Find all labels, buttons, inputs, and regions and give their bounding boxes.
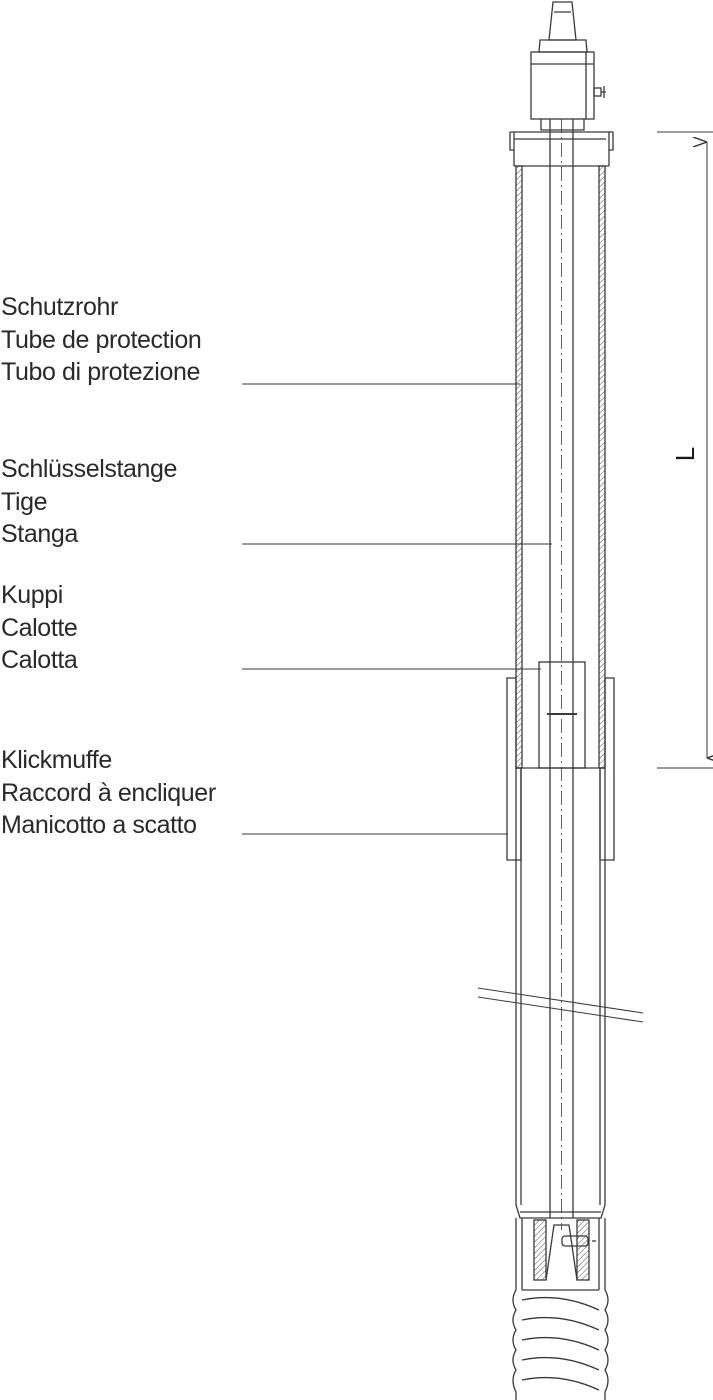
leader-lines [242,383,552,835]
spindle-connector [515,1204,606,1291]
label-line: Calotta [1,646,78,674]
label-line: Klickmuffe [1,746,112,774]
dimension-L [657,131,713,769]
break-lines [477,987,644,1023]
label-line: Manicotto a scatto [1,811,197,839]
label-line: Schutzrohr [1,293,118,321]
tube-top-rim [509,131,614,167]
label-line: Tige [1,487,48,516]
label-line: Tube de protection [1,325,202,354]
label-line: Raccord à encliquer [1,778,216,807]
label-line: Stanga [1,520,78,548]
label-line: Kuppi [1,581,63,609]
label-key-rod: Schlüsselstange Tige Stanga [1,453,177,551]
cap-part [538,661,586,769]
key-rod [549,119,574,1230]
key-head [530,1,606,131]
lower-pipe [515,768,606,1205]
label-line: Calotte [1,613,78,642]
label-line: Schlüsselstange [1,455,178,483]
protection-tube [515,165,606,769]
label-line: Tubo di protezione [1,358,200,386]
corrugated-pipe [512,1289,609,1400]
label-click-sleeve: Klickmuffe Raccord à encliquer Manicotto… [1,744,216,842]
label-cap: Kuppi Calotte Calotta [1,579,78,677]
label-protection-tube: Schutzrohr Tube de protection Tubo di pr… [1,291,202,389]
dimension-label: L [670,446,700,462]
click-sleeve-part [506,677,615,861]
